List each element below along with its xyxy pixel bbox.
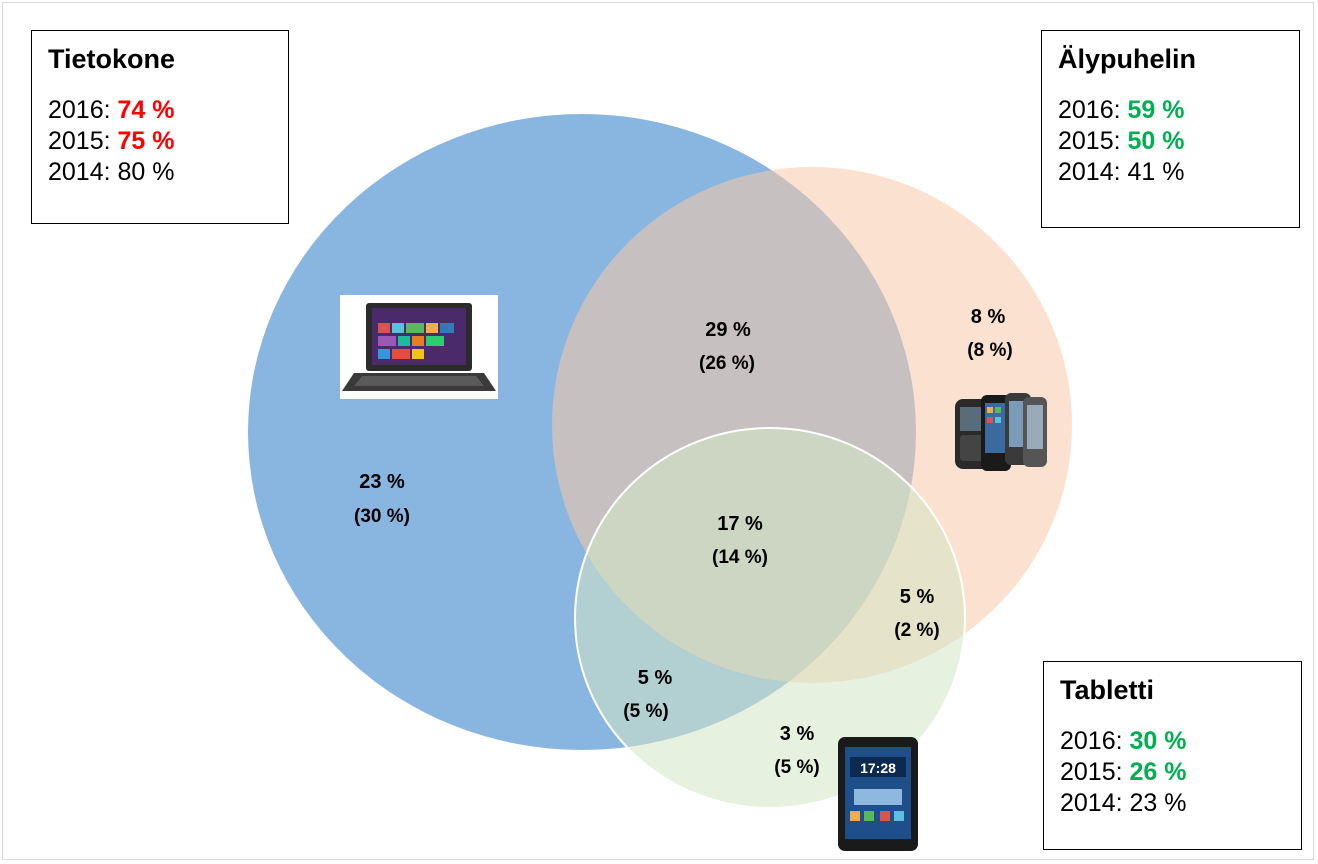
row-value: 74 % <box>117 96 175 125</box>
smartphone-legend-row-2016: 2016: 59 % <box>1058 95 1283 126</box>
row-year: 2014: <box>48 158 111 187</box>
smartphone-legend-row-2015: 2015: 50 % <box>1058 126 1283 157</box>
row-year: 2015: <box>1060 758 1123 787</box>
computer-tablet-label: 5 % <box>638 667 673 689</box>
row-value: 59 % <box>1127 96 1185 125</box>
tablet-legend-row-2016: 2016: 30 % <box>1060 726 1285 757</box>
computer-only-label: 23 % <box>359 471 405 493</box>
row-value: 23 % <box>1129 789 1187 818</box>
tablet-legend-box: Tabletti 2016: 30 % 2015: 26 % 2014: 23 … <box>1043 661 1302 850</box>
computer-legend-row-2016: 2016: 74 % <box>48 95 272 126</box>
row-year: 2015: <box>48 127 111 156</box>
all-three-label: 17 % <box>717 513 763 535</box>
smartphone-legend-row-2014: 2014: 41 % <box>1058 157 1283 188</box>
smartphone-only-label: 8 % <box>971 306 1006 328</box>
row-year: 2016: <box>1060 727 1123 756</box>
laptop-icon <box>340 295 498 399</box>
computer-legend-box: Tietokone 2016: 74 % 2015: 75 % 2014: 80… <box>31 30 289 224</box>
row-value: 80 % <box>117 158 175 187</box>
computer-tablet-prev-label: (5 %) <box>623 701 668 722</box>
computer-smartphone-prev-label: (26 %) <box>699 353 755 374</box>
svg-text:17:28: 17:28 <box>860 760 896 776</box>
tablet-circle <box>574 427 966 809</box>
tablet-only-label: 3 % <box>780 723 815 745</box>
row-value: 30 % <box>1129 727 1187 756</box>
smartphone-tablet-prev-label: (2 %) <box>894 620 939 641</box>
smartphone-tablet-label: 5 % <box>900 586 935 608</box>
smartphone-only-prev-label: (8 %) <box>967 340 1012 361</box>
row-value: 26 % <box>1129 758 1187 787</box>
row-year: 2016: <box>1058 96 1121 125</box>
tablet-legend-row-2015: 2015: 26 % <box>1060 757 1285 788</box>
row-year: 2016: <box>48 96 111 125</box>
row-year: 2014: <box>1060 789 1123 818</box>
computer-legend-row-2015: 2015: 75 % <box>48 126 272 157</box>
row-year: 2014: <box>1058 158 1121 187</box>
smartphone-legend-box: Älypuhelin 2016: 59 % 2015: 50 % 2014: 4… <box>1041 30 1300 228</box>
computer-only-prev-label: (30 %) <box>354 506 410 527</box>
row-year: 2015: <box>1058 127 1121 156</box>
tablet-legend-title: Tabletti <box>1060 675 1154 705</box>
smartphone-legend-title: Älypuhelin <box>1058 44 1197 74</box>
row-value: 41 % <box>1127 158 1185 187</box>
computer-legend-title: Tietokone <box>48 44 176 74</box>
tablet-legend-row-2014: 2014: 23 % <box>1060 788 1285 819</box>
computer-legend-row-2014: 2014: 80 % <box>48 157 272 188</box>
all-three-prev-label: (14 %) <box>712 547 768 568</box>
computer-smartphone-label: 29 % <box>705 319 751 341</box>
tablet-only-prev-label: (5 %) <box>774 757 819 778</box>
tablet-icon: 17:28 <box>838 737 918 851</box>
smartphones-icon <box>955 393 1047 471</box>
row-value: 75 % <box>117 127 175 156</box>
row-value: 50 % <box>1127 127 1185 156</box>
